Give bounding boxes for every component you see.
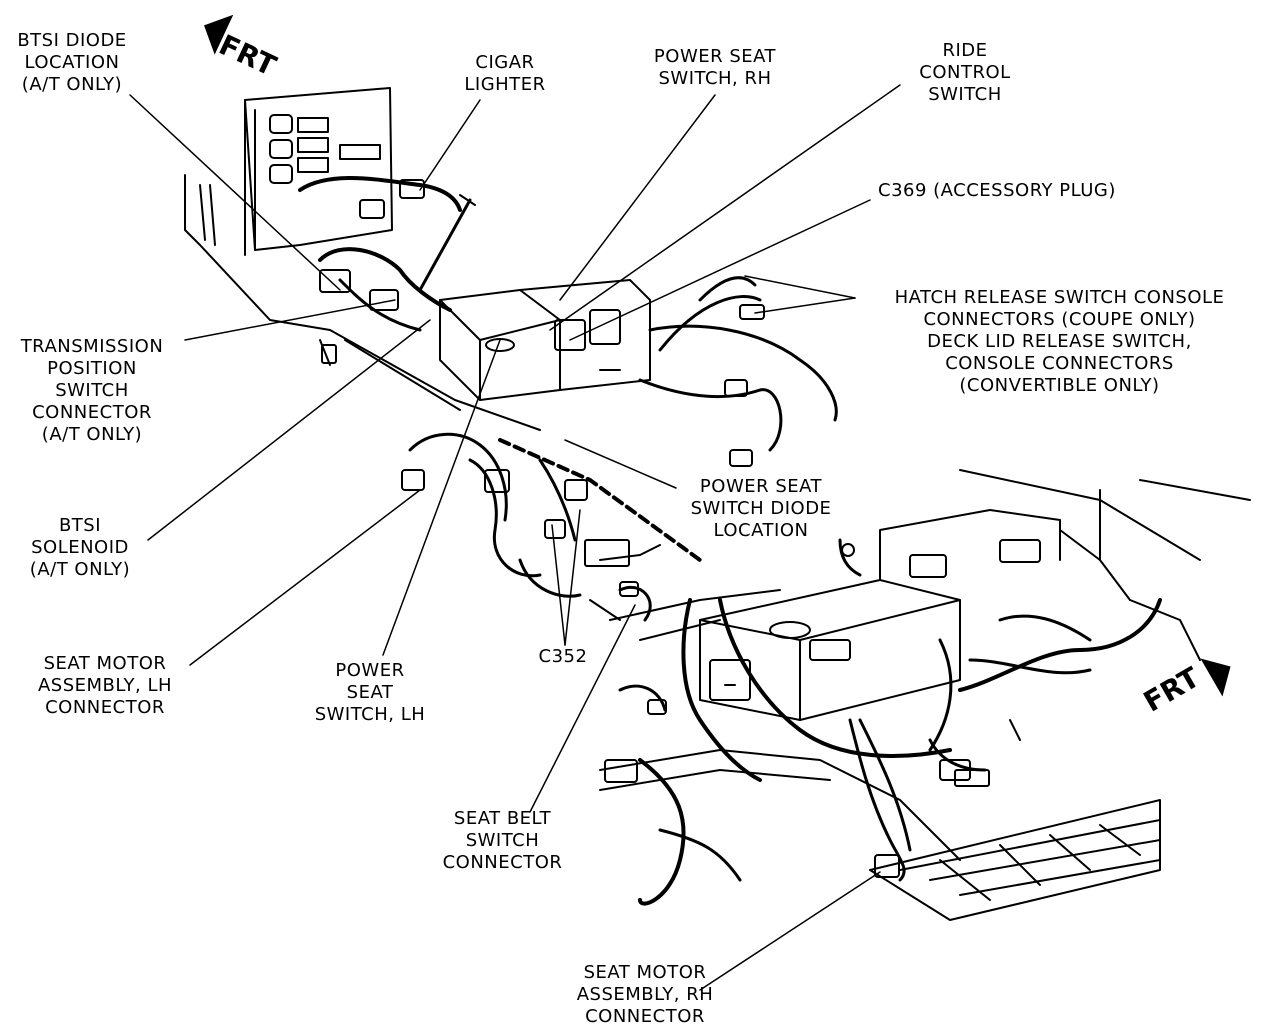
callout-power-seat-switch-diode: POWER SEAT SWITCH DIODE LOCATION: [690, 476, 832, 541]
leader-lines: [129, 84, 901, 991]
callout-c352: C352: [538, 646, 588, 667]
callout-hatch-release-connectors: HATCH RELEASE SWITCH CONSOLE CONNECTORS …: [894, 287, 1225, 396]
seat-floor-assembly: [599, 469, 1251, 921]
front-direction-arrow-icon: [1200, 658, 1231, 697]
callout-ride-control-switch: RIDE CONTROL SWITCH: [919, 40, 1011, 105]
front-direction-arrow-icon: [204, 14, 234, 55]
callout-cigar-lighter: CIGAR LIGHTER: [464, 52, 546, 95]
callout-seat-belt-switch-connector: SEAT BELT SWITCH CONNECTOR: [442, 808, 563, 873]
callout-power-seat-switch-lh: POWER SEAT SWITCH, LH: [314, 660, 426, 725]
dash-console-assembly: [184, 87, 838, 622]
callout-btsi-diode-location: BTSI DIODE LOCATION (A/T ONLY): [17, 30, 127, 95]
callout-seat-motor-rh-connector: SEAT MOTOR ASSEMBLY, RH CONNECTOR: [576, 962, 714, 1027]
callout-power-seat-switch-rh: POWER SEAT SWITCH, RH: [653, 46, 777, 89]
callout-transmission-position-switch: TRANSMISSION POSITION SWITCH CONNECTOR (…: [20, 336, 164, 445]
callout-c369-accessory-plug: C369 (ACCESSORY PLUG): [878, 180, 1116, 201]
callout-btsi-solenoid: BTSI SOLENOID (A/T ONLY): [29, 515, 131, 580]
callout-seat-motor-lh-connector: SEAT MOTOR ASSEMBLY, LH CONNECTOR: [37, 653, 173, 718]
